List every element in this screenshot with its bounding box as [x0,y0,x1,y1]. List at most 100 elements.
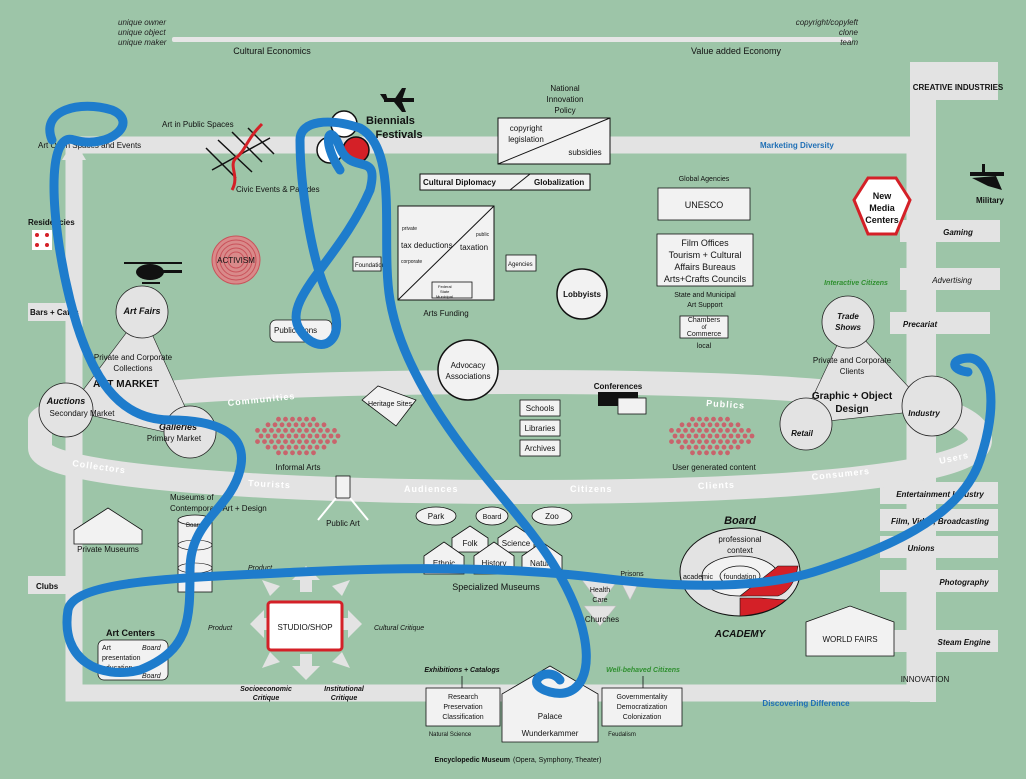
studio-shop-box [266,600,344,652]
steam-engine-label: Steam Engine [938,638,991,647]
crowd-dot [718,428,723,433]
film-video-broadcasting-label: Film, Video, Broadcasting [891,517,989,526]
clubs-label: Clubs [36,582,59,591]
prisons-label: Prisons [620,571,644,578]
art-centers-label: Art Centers [106,628,155,638]
art-fairs-label: Art Fairs [122,306,160,316]
folk-label: Folk [462,539,478,548]
crowd-dot [279,444,285,450]
team-label: team [840,38,858,47]
shelf-steam [880,630,998,652]
blue-scribble-overlay [45,101,996,698]
crowd-dot [304,450,309,456]
drone-icon [970,164,1004,190]
subsidies-label: subsidies [568,148,601,157]
local-label: local [697,343,712,350]
chambers-box [679,315,729,339]
crowd-dot [279,433,285,439]
crowd-dot [704,416,709,422]
arts-crafts-label: Arts+Crafts Councils [664,274,747,284]
discovering-difference-label: Discovering Difference [762,699,850,708]
product-top-label: Product [248,565,273,572]
crowd-dot [325,428,330,433]
public-art-icon [317,475,369,521]
crowd-dot [714,422,720,428]
private-museums-label: Private Museums [77,545,139,554]
research-label: Research [448,694,478,701]
crowd-dot [669,439,674,444]
shelf-photography [880,570,998,592]
heritage-sites-label: Heritage Sites [368,401,412,408]
park-oval [415,506,457,526]
tourism-label: Tourism + Cultural [669,250,742,260]
board-oval [475,506,509,526]
crowd-dot [732,439,737,444]
heritage-sites-shape [361,385,417,427]
unique-maker-label: unique maker [118,38,167,47]
crowd-dot [728,433,734,439]
crowd-dot [283,416,288,422]
crowd-dot [307,422,313,428]
gaming-label: Gaming [943,228,973,237]
art-centers-art-label: Art [102,645,111,652]
audience-ring [28,369,993,505]
crowd-dot [735,433,741,439]
bars-cafes-label: Bars + Cafes [30,308,79,317]
taxation-label: taxation [460,243,488,252]
crowd-dot [297,428,302,433]
interactive-citizens-label: Interactive Citizens [824,280,888,287]
art-in-public-spaces-label: Art in Public Spaces [162,120,234,129]
professional-label: professional [718,535,761,544]
trade-label: Trade [837,312,859,321]
crowd-dot [293,444,299,450]
nature-label: Nature [530,559,555,568]
diplomacy-divider [509,173,531,191]
art-market-label: ART MARKET [93,379,159,390]
academic-label: academic [683,574,713,581]
palace-label: Palace [538,712,563,721]
marketing-diversity-label: Marketing Diversity [760,141,834,150]
film-offices-box [656,233,754,287]
crowd-dot [690,416,695,422]
crowd-dot [269,439,274,444]
crowd-dot [293,422,299,428]
crowd-dot [697,450,702,456]
product-left-label: Product [208,625,233,632]
crowd-dot [262,428,267,433]
tax-deductions-label: tax deductions [401,241,453,250]
crowd-dot [321,433,327,439]
crowd-dot [255,439,260,444]
libraries-label: Libraries [525,424,556,433]
creative-industries-column: CREATIVE INDUSTRIES Military Gaming Adve… [891,83,1005,684]
crowd-dot [286,433,292,439]
crowd-dot [290,428,295,433]
foundation-label: foundation [724,574,757,581]
associations-label: Associations [446,372,491,381]
cultural-economics-label: Cultural Economics [233,46,311,56]
red-path-icon [230,122,264,191]
informal-arts-dots [255,416,341,456]
crowd-dot [276,428,281,433]
crowd-dot [311,428,316,433]
care-label: Care [592,597,607,604]
crowd-dot [718,416,723,422]
new-media-hexagon [852,176,912,236]
crowd-dot [304,439,309,444]
crowd-dot [693,422,699,428]
festivals-label: + Festivals [366,129,423,141]
creative-industries-flag [910,62,998,100]
unesco-box [657,187,751,221]
unique-object-label: unique object [118,28,166,37]
crowd-dot [697,428,702,433]
lobbyists-label: Lobbyists [563,290,601,299]
crowd-dot [711,450,716,456]
crowd-dot [725,450,730,456]
retail-node [779,397,833,451]
crowd-dot [286,422,292,428]
crowd-dot [279,422,285,428]
academy-label: ACADEMY [714,629,767,640]
biennials-label: Biennials [366,115,415,127]
archives-box [519,439,561,457]
public-label: public [476,232,490,238]
affairs-bureaus-label: Affairs Bureaus [674,262,736,272]
